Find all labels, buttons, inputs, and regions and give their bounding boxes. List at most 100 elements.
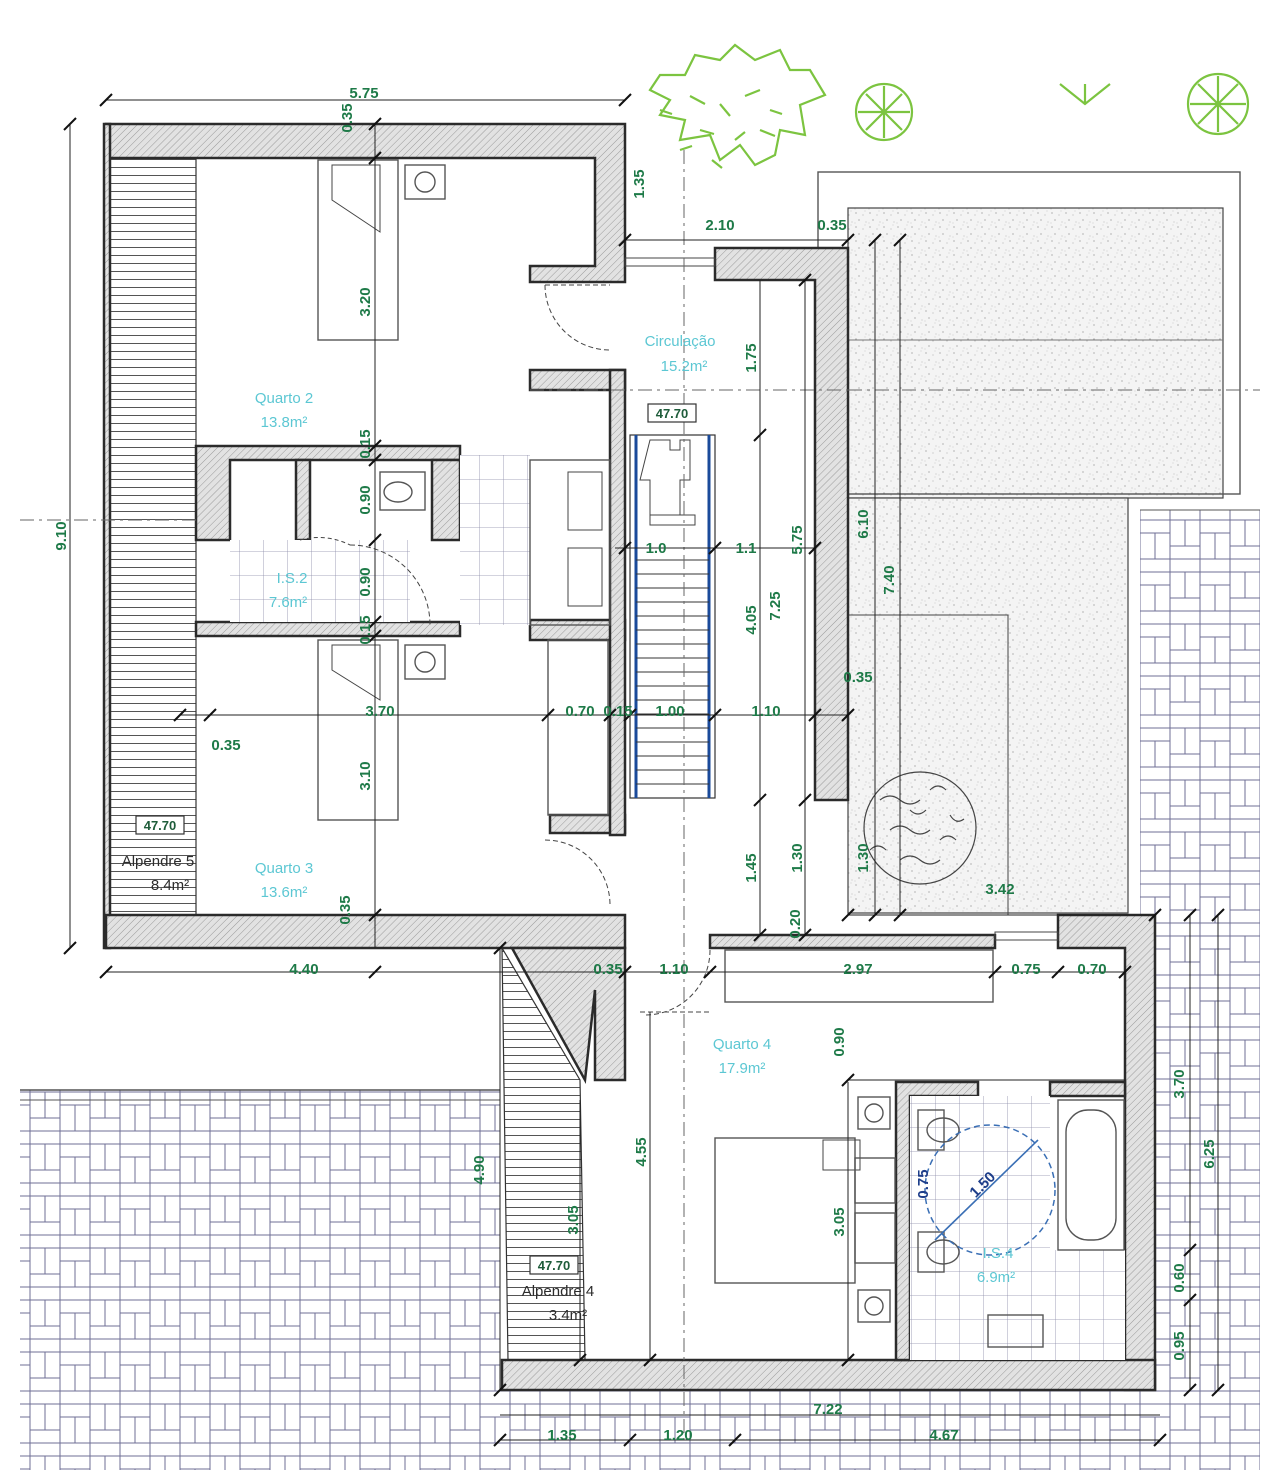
bed-quarto4-icon: [714, 1096, 896, 1323]
dim-075-v: 0.75: [915, 1169, 932, 1198]
dim-075: 0.75: [1011, 961, 1040, 978]
dim-610: 6.10: [855, 509, 872, 538]
level-alpendre5: 47.70: [144, 818, 177, 833]
dim-135: 1.35: [631, 169, 648, 198]
toilet-is4b-icon: [917, 1231, 960, 1273]
paving-right: [1140, 510, 1260, 1470]
dim-095: 0.95: [1171, 1331, 1188, 1360]
room-name-quarto2: Quarto 2: [255, 390, 313, 407]
tree-green-3-icon: [1059, 83, 1111, 106]
dim-090-c: 0.90: [831, 1027, 848, 1056]
dim-035-bot: 0.35: [337, 895, 354, 924]
dim-575-v: 5.75: [789, 525, 806, 554]
dim-070: 0.70: [565, 703, 594, 720]
wall-bottom-left: [104, 913, 627, 950]
sink-is4-icon: [987, 1314, 1044, 1348]
dim-320: 3.20: [357, 287, 374, 316]
dim-035-mid: 0.35: [843, 669, 872, 686]
dim-342: 3.42: [985, 881, 1014, 898]
is4-tiles: [910, 1096, 1050, 1360]
door-quarto3: [544, 839, 611, 906]
wall-is2-bottom: [194, 620, 462, 638]
dim-015-a: 0.15: [357, 429, 374, 458]
wall-is2-right: [430, 458, 462, 542]
dim-020: 0.20: [787, 909, 804, 938]
dim-11: 1.1: [736, 540, 757, 557]
turning-circle: [924, 1124, 1056, 1256]
door-is2: [349, 544, 431, 626]
is2-tiles: [230, 540, 410, 622]
wall-is2: [194, 444, 462, 542]
room-area-alpendre4: 3.4m²: [549, 1307, 587, 1324]
tree-green-2-icon: [1186, 72, 1250, 136]
dim-035-left: 0.35: [211, 737, 240, 754]
dim-130-a: 1.30: [789, 843, 806, 872]
window-top: [624, 257, 716, 267]
dim-070-b: 0.70: [1077, 961, 1106, 978]
dim-175: 1.75: [743, 343, 760, 372]
wall-bottom-right: [500, 1358, 1157, 1392]
dim-305-b: 3.05: [831, 1207, 848, 1236]
wall-is4-right: [1048, 1080, 1127, 1098]
room-area-is2: 7.6m²: [269, 594, 307, 611]
toilet-is2-icon: [379, 471, 426, 511]
dim-490: 4.90: [471, 1155, 488, 1184]
room-area-quarto2: 13.8m²: [261, 414, 308, 431]
dim-467: 4.67: [929, 1427, 958, 1444]
window-bath: [994, 931, 1059, 941]
room-area-quarto4: 17.9m²: [719, 1060, 766, 1077]
wall-top: [104, 122, 627, 284]
dim-722: 7.22: [813, 1401, 842, 1418]
wall-central-col: [608, 368, 627, 837]
dim-015-c: 0.15: [603, 703, 632, 720]
dimension-lines: [69, 99, 1219, 1441]
dim-015-b: 0.15: [357, 615, 374, 644]
door-quarto4: [640, 949, 711, 1016]
alpendre-5-deck: [107, 157, 197, 917]
dim-035-b2: 0.35: [593, 961, 622, 978]
dim-110-b: 1.10: [659, 961, 688, 978]
stairlift-icon: [639, 439, 696, 526]
wall-diagonal: [509, 946, 627, 1085]
dim-740: 7.40: [881, 565, 898, 594]
dim-625: 6.25: [1201, 1139, 1218, 1168]
room-name-quarto4: Quarto 4: [713, 1036, 771, 1053]
dim-310: 3.10: [357, 761, 374, 790]
dim-035-top: 0.35: [339, 103, 356, 132]
room-area-quarto3: 13.6m²: [261, 884, 308, 901]
dim-297: 2.97: [843, 961, 872, 978]
dim-305-a: 3.05: [565, 1205, 582, 1234]
wardrobe-quarto3: [547, 639, 609, 816]
room-area-circulacao: 15.2m²: [661, 358, 708, 375]
dim-090-a: 0.90: [357, 485, 374, 514]
room-name-circulacao: Circulação: [645, 333, 716, 350]
room-name-is4: I.S.4: [983, 1245, 1014, 1262]
dimension-ticks: [63, 93, 1225, 1447]
dim-725: 7.25: [767, 591, 784, 620]
level-tag-alpendre4-box: [529, 1255, 579, 1275]
dim-455: 4.55: [633, 1137, 650, 1166]
wardrobe-quarto4: [724, 949, 994, 1003]
dim-135-b: 1.35: [547, 1427, 576, 1444]
dim-120: 1.20: [663, 1427, 692, 1444]
room-name-alpendre5: Alpendre 5: [122, 853, 195, 870]
level-alpendre4: 47.70: [538, 1258, 571, 1273]
room-area-alpendre5: 8.4m²: [151, 877, 189, 894]
level-tag-alpendre5-box: [135, 815, 185, 835]
level-circulacao: 47.70: [656, 406, 689, 421]
dim-130-b: 1.30: [855, 843, 872, 872]
dim-910: 9.10: [53, 521, 70, 550]
wall-quarto4-top: [708, 933, 997, 950]
dim-100: 1.00: [655, 703, 684, 720]
room-name-alpendre4: Alpendre 4: [522, 1283, 595, 1300]
shrub-green-icon: [648, 43, 827, 169]
dim-575: 5.75: [349, 85, 378, 102]
dim-370: 3.70: [365, 703, 394, 720]
circ-tiles: [460, 455, 530, 625]
door-quarto2: [544, 284, 611, 351]
tree-green-1-icon: [854, 82, 914, 142]
sink-is2-icon: [529, 459, 611, 626]
bathtub-icon: [1057, 1099, 1125, 1251]
dim-370-v: 3.70: [1171, 1069, 1188, 1098]
